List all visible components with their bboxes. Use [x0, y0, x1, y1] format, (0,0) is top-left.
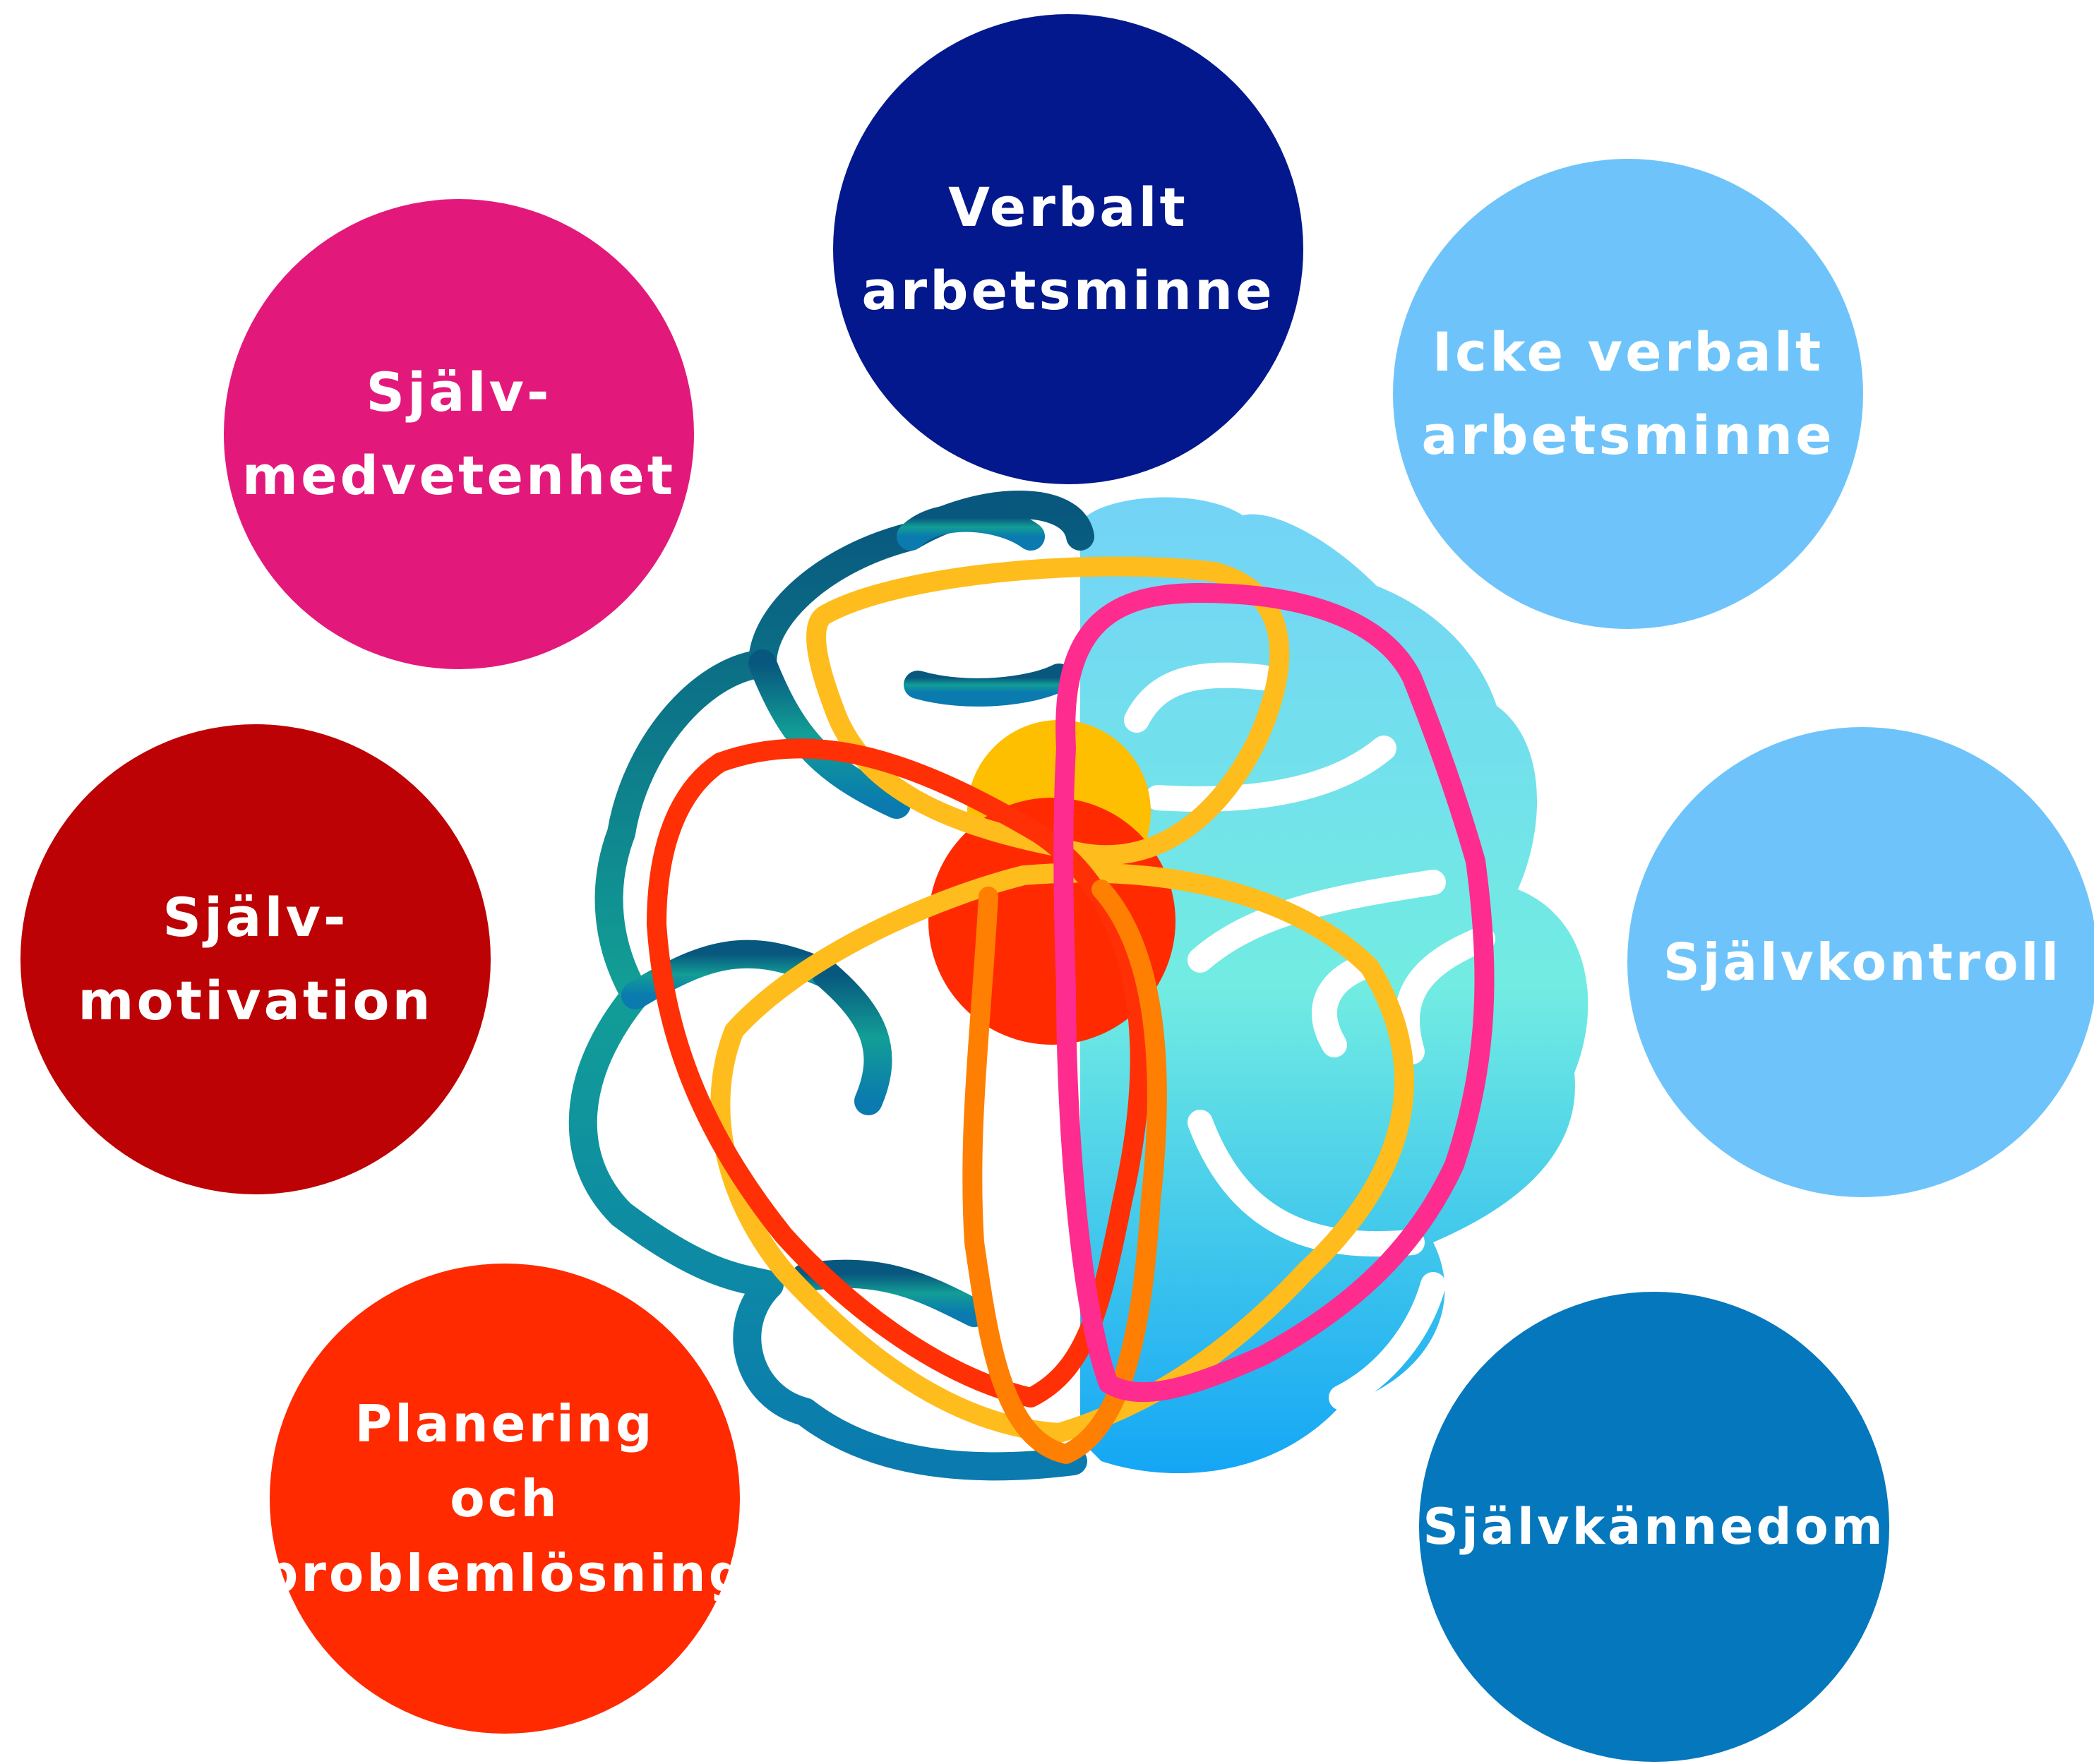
- node-sjalvmotivation-line-1: Själv-: [162, 886, 349, 949]
- node-sjalvmedvetenhet: Själv- medvetenhet: [224, 199, 694, 669]
- orange-loop: [962, 880, 1167, 1464]
- node-icke-verbalt-line-2: arbetsminne: [1421, 404, 1835, 467]
- node-sjalvkannedom: Självkännedom: [1419, 1292, 1889, 1762]
- node-verbalt-line-2: arbetsminne: [861, 259, 1275, 322]
- yellow-loop-right: [710, 863, 1414, 1443]
- node-sjalvmotivation: Själv- motivation: [20, 724, 491, 1194]
- red-loop: [647, 738, 1150, 1408]
- node-sjalvmedvetenhet-line-2: medvetenhet: [241, 444, 676, 507]
- node-icke-verbalt-line-1: Icke verbalt: [1432, 320, 1824, 383]
- node-verbalt-line-1: Verbalt: [948, 176, 1188, 239]
- pink-loop: [1053, 583, 1495, 1403]
- node-verbalt-arbetsminne: Verbalt arbetsminne: [833, 14, 1303, 484]
- node-sjalvkontroll: Självkontroll: [1627, 727, 2094, 1197]
- node-planering-line-1: Planering: [354, 1394, 655, 1453]
- node-sjalvmedvetenhet-line-1: Själv-: [366, 361, 552, 424]
- node-sjalvkannedom-line-1: Självkännedom: [1423, 1498, 1886, 1556]
- right-groove-4: [1311, 954, 1375, 1057]
- node-planering-och-problemlosning: Planering och problemlösning: [262, 1264, 745, 1734]
- right-groove-7: [1329, 1272, 1446, 1410]
- right-groove-2: [1145, 736, 1396, 812]
- left-groove-4: [812, 960, 892, 1115]
- right-groove-1: [1124, 662, 1276, 733]
- right-groove-6: [1187, 1110, 1425, 1257]
- node-planering-line-2: och: [450, 1469, 560, 1528]
- yellow-loop-top: [806, 556, 1290, 865]
- right-groove-3: [1187, 870, 1446, 973]
- left-groove-1: [904, 664, 1073, 707]
- left-groove-6: [897, 503, 1045, 551]
- node-icke-verbalt-arbetsminne: Icke verbalt arbetsminne: [1393, 159, 1863, 629]
- node-sjalvkontroll-line-1: Självkontroll: [1663, 932, 2062, 992]
- node-sjalvmotivation-line-2: motivation: [78, 969, 433, 1032]
- node-planering-line-3: problemlösning: [261, 1544, 748, 1603]
